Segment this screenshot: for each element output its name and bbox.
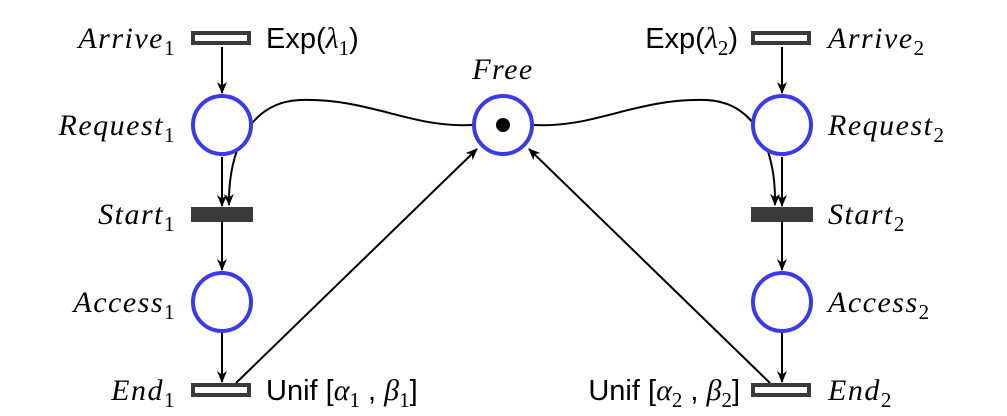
end2-transition bbox=[751, 383, 811, 397]
arrive1-transition bbox=[191, 31, 251, 45]
access1-place bbox=[191, 271, 253, 333]
access2-label: Access2 bbox=[826, 286, 931, 324]
access1-label: Access1 bbox=[71, 286, 176, 324]
start1-label: Start1 bbox=[98, 198, 176, 236]
request1-place bbox=[191, 94, 253, 156]
request2-place bbox=[751, 94, 813, 156]
arrive2-dist-label: Exp(λ2) bbox=[645, 22, 738, 60]
access2-place bbox=[751, 271, 813, 333]
end1-dist-label: Unif [α1 , β1] bbox=[266, 374, 418, 412]
start1-transition bbox=[191, 207, 253, 222]
arrive1-dist-label: Exp(λ1) bbox=[266, 22, 359, 60]
arcs bbox=[217, 47, 787, 384]
free-token bbox=[496, 118, 510, 132]
arrive2-label: Arrive2 bbox=[826, 22, 926, 60]
end2-dist-label: Unif [α2 , β2] bbox=[588, 374, 740, 412]
free-label: Free bbox=[471, 53, 534, 86]
end2-label: End2 bbox=[827, 374, 893, 412]
end1-label: End1 bbox=[110, 374, 176, 412]
request2-label: Request2 bbox=[827, 109, 945, 147]
arrive1-label: Arrive1 bbox=[76, 22, 176, 60]
arrive2-transition bbox=[751, 31, 811, 45]
arc-free-start1 bbox=[223, 98, 473, 206]
start2-label: Start2 bbox=[828, 198, 906, 236]
end1-transition bbox=[191, 383, 251, 397]
start2-transition bbox=[751, 207, 813, 222]
arc-free-start2 bbox=[533, 98, 781, 206]
request1-label: Request1 bbox=[58, 109, 176, 147]
arc-end2-free bbox=[528, 148, 771, 384]
arc-end1-free bbox=[235, 148, 478, 384]
